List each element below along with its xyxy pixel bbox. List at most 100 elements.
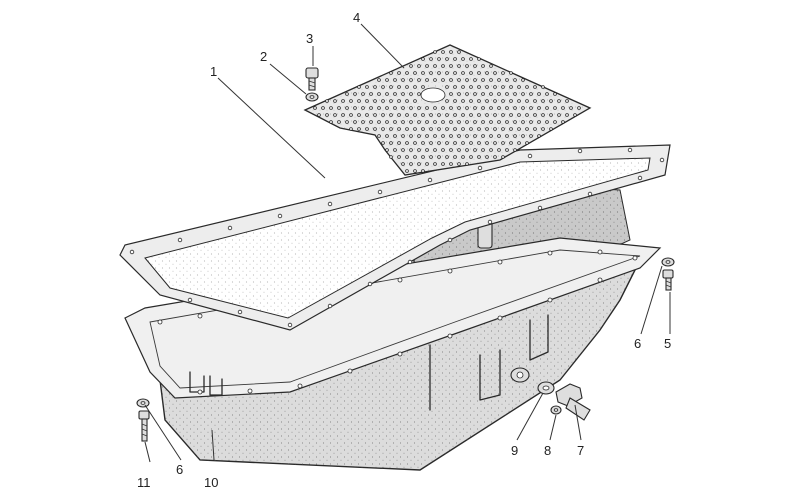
- plate-hole: [433, 134, 437, 138]
- plate-hole: [477, 113, 481, 117]
- plate-hole: [457, 148, 461, 152]
- plate-hole: [473, 120, 477, 124]
- plate-hole: [393, 106, 397, 110]
- plate-hole: [473, 106, 477, 110]
- plate-hole: [529, 92, 533, 96]
- plate-hole: [421, 85, 425, 89]
- plate-hole: [473, 64, 477, 68]
- plate-hole: [441, 50, 445, 54]
- plate-hole: [561, 106, 565, 110]
- plate-perforations: [313, 50, 581, 173]
- plate-hole: [537, 134, 541, 138]
- plate-hole: [401, 134, 405, 138]
- plate-hole: [405, 71, 409, 75]
- plate-hole: [389, 141, 393, 145]
- plate-hole: [525, 127, 529, 131]
- plate-hole: [493, 127, 497, 131]
- plate-hole: [437, 57, 441, 61]
- plate-hole: [477, 155, 481, 159]
- plate-hole: [417, 148, 421, 152]
- plate-hole: [453, 85, 457, 89]
- plate-hole: [549, 113, 553, 117]
- plate-hole: [457, 78, 461, 82]
- plate-hole: [377, 134, 381, 138]
- plate-hole: [397, 99, 401, 103]
- plate-hole: [493, 141, 497, 145]
- plate-hole: [509, 71, 513, 75]
- plate-hole: [389, 127, 393, 131]
- plate-hole: [341, 113, 345, 117]
- plate-hole: [509, 127, 513, 131]
- plate-hole: [429, 113, 433, 117]
- plate-hole: [461, 127, 465, 131]
- plate-hole: [453, 99, 457, 103]
- plate-hole: [417, 134, 421, 138]
- plate-hole: [517, 127, 521, 131]
- plate-hole: [433, 162, 437, 166]
- plate-hole: [549, 99, 553, 103]
- plate-hole: [461, 71, 465, 75]
- plate-hole: [521, 92, 525, 96]
- plate-hole: [397, 71, 401, 75]
- plate-hole: [361, 120, 365, 124]
- plate-hole: [481, 78, 485, 82]
- plate-hole: [389, 85, 393, 89]
- plate-hole: [421, 155, 425, 159]
- plate-hole: [417, 92, 421, 96]
- plate-hole: [425, 64, 429, 68]
- plate-hole: [425, 78, 429, 82]
- plate-hole: [337, 120, 341, 124]
- plate-hole: [389, 155, 393, 159]
- plate-hole: [573, 113, 577, 117]
- plate-hole: [349, 127, 353, 131]
- plate-hole: [381, 85, 385, 89]
- plate-hole: [385, 78, 389, 82]
- plate-hole: [413, 141, 417, 145]
- plate-hole: [525, 99, 529, 103]
- plate-hole: [377, 92, 381, 96]
- plate-hole: [365, 85, 369, 89]
- washer-6-right: [661, 257, 675, 267]
- plate-hole: [421, 57, 425, 61]
- plate-hole: [489, 134, 493, 138]
- plate-hole: [409, 148, 413, 152]
- plate-hole: [437, 71, 441, 75]
- plate-hole: [485, 155, 489, 159]
- plate-hole: [489, 64, 493, 68]
- plate-hole: [349, 113, 353, 117]
- plate-hole: [417, 106, 421, 110]
- plate-hole: [533, 127, 537, 131]
- plate-hole: [421, 141, 425, 145]
- plate-hole: [397, 127, 401, 131]
- plate-hole: [449, 50, 453, 54]
- plate-hole: [457, 120, 461, 124]
- plate-hole: [361, 92, 365, 96]
- plate-hole: [429, 71, 433, 75]
- plate-hole: [461, 85, 465, 89]
- plate-hole: [317, 113, 321, 117]
- plate-hole: [401, 106, 405, 110]
- gasket-holes: [129, 147, 665, 328]
- plate-hole: [429, 57, 433, 61]
- screw-3: [305, 67, 319, 91]
- plate-hole: [417, 120, 421, 124]
- plate-hole: [393, 134, 397, 138]
- callout-1: 1: [210, 64, 217, 79]
- plate-hole: [537, 92, 541, 96]
- plate-hole: [549, 127, 553, 131]
- plate-hole: [385, 120, 389, 124]
- plate-hole: [485, 99, 489, 103]
- plate-hole: [413, 85, 417, 89]
- plate-hole: [477, 71, 481, 75]
- plate-hole: [465, 134, 469, 138]
- plate-hole: [365, 113, 369, 117]
- callout-10: 10: [204, 475, 218, 490]
- plate-hole: [389, 99, 393, 103]
- plate-hole: [481, 92, 485, 96]
- plate-hole: [473, 148, 477, 152]
- callout-6-right: 6: [634, 336, 641, 351]
- plate-hole: [465, 120, 469, 124]
- plate-hole: [345, 120, 349, 124]
- plate-hole: [493, 99, 497, 103]
